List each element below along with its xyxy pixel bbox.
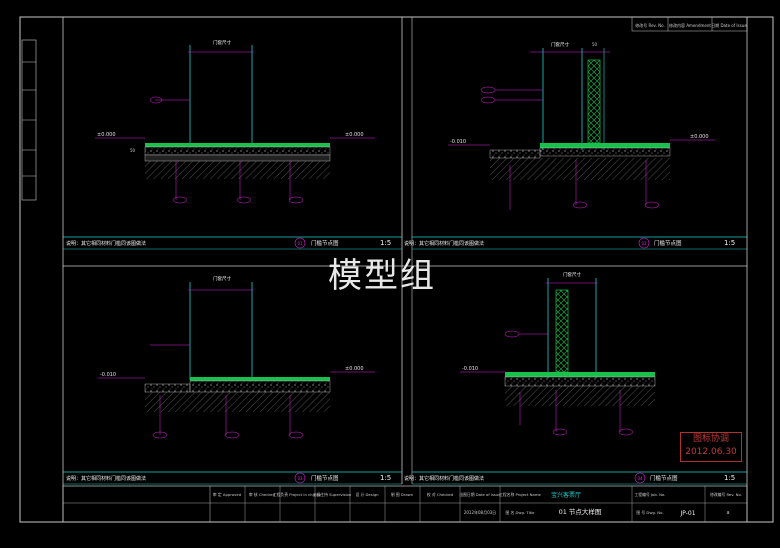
detail-04: 门套尺寸 -0.010 xyxy=(460,271,656,436)
rev-col3: 日期 Date of Issue xyxy=(711,22,747,28)
tb-pm: 工程负责 Project in charge xyxy=(273,492,322,497)
panel-3-note: 说明：其它相同材料门槛同该图做法 xyxy=(66,475,146,482)
tb-project: 宝兴客票厅 xyxy=(551,491,581,499)
tb-rev: a xyxy=(726,510,729,516)
panel-2-num: 02 xyxy=(641,241,647,246)
tb-date-label: 出图日期 Date of issue xyxy=(459,492,501,497)
tb-rev-label: 修改编号 Rev. No. xyxy=(710,492,742,497)
tb-date: 2012年08月03日 xyxy=(464,509,496,515)
tb-drawn: 制 图 Drawn xyxy=(391,492,414,497)
detail-03: 门套尺寸 -0.010 ±0.000 xyxy=(98,275,375,439)
dim-door-1: 门套尺寸 xyxy=(213,39,231,46)
panel-4-title: 门槛节点图 xyxy=(650,474,678,482)
panel-4-note: 说明：其它相同材料门槛同该图做法 xyxy=(404,475,484,482)
panel-4-titlebar: 说明：其它相同材料门槛同该图做法 04 门槛节点图 1:5 xyxy=(404,471,747,485)
panel-2-scale: 1:5 xyxy=(724,239,735,247)
rev-col1: 修改号 Rev. No. xyxy=(635,22,665,28)
panel-4-scale: 1:5 xyxy=(724,474,735,482)
dim-door-4: 门套尺寸 xyxy=(563,271,581,278)
level-1-right: ±0.000 xyxy=(345,132,364,138)
tb-checked2: 校 对 Checked xyxy=(427,492,454,497)
title-block: 审 定 Approved 审 核 Checked 工程负责 Project in… xyxy=(62,485,748,523)
watermark-text: 模型组 xyxy=(328,256,436,296)
rev-col2: 修改内容 Amendment xyxy=(669,22,711,28)
dim-50-1: 50 xyxy=(130,148,136,153)
dim-50-2: 50 xyxy=(592,42,598,47)
panel-1-num: 01 xyxy=(297,241,303,246)
approval-stamp: 图标协调 2012.06.30 xyxy=(680,432,742,462)
level-4-left: -0.010 xyxy=(462,366,478,372)
tb-title: 01 节点大样图 xyxy=(559,507,602,516)
panel-3-num: 03 xyxy=(297,476,303,481)
panel-1-scale: 1:5 xyxy=(380,239,391,247)
panel-1-note: 说明：其它相同材料门槛同该图做法 xyxy=(66,240,146,247)
tb-dwg-label: 图 号 Dwg. No. xyxy=(636,510,663,515)
panel-4-num: 04 xyxy=(637,476,643,481)
panel-3-titlebar: 说明：其它相同材料门槛同该图做法 03 门槛节点图 1:5 xyxy=(63,471,402,485)
tb-job-label: 工程编号 Job. No. xyxy=(635,492,666,497)
revision-header: 修改号 Rev. No. 修改内容 Amendment 日期 Date of I… xyxy=(631,16,747,32)
detail-02: 门套尺寸 50 -0.010 ±0.000 xyxy=(448,41,715,210)
dim-door-2: 门套尺寸 xyxy=(551,41,569,48)
level-2-left: -0.010 xyxy=(450,139,466,145)
stamp-line2: 2012.06.30 xyxy=(685,447,737,457)
detail-01: 门套尺寸 ±0.000 ±0.000 50 xyxy=(95,39,375,204)
tb-checked: 审 核 Checked xyxy=(249,492,276,497)
dim-door-3: 门套尺寸 xyxy=(213,275,231,282)
panel-3-scale: 1:5 xyxy=(380,474,391,482)
panel-3-title: 门槛节点图 xyxy=(311,474,339,482)
tb-title-label: 图 名 Dwg. Title xyxy=(506,510,536,515)
level-3-left: -0.010 xyxy=(100,372,116,378)
panel-1-title: 门槛节点图 xyxy=(311,239,339,247)
tb-design: 设 计 Design xyxy=(355,492,379,497)
stamp-line1: 图标协调 xyxy=(692,434,729,444)
panel-2-titlebar: 说明：其它相同材料门槛同该图做法 02 门槛节点图 1:5 xyxy=(404,236,747,250)
level-3-right: ±0.000 xyxy=(345,366,364,372)
tb-supervision: 工程主持 Supervision xyxy=(313,492,352,497)
level-2-right: ±0.000 xyxy=(690,134,709,140)
tb-dwg-no: JP-01 xyxy=(679,510,695,517)
level-1-left: ±0.000 xyxy=(97,132,116,138)
tb-project-label: 工程名称 Project Name xyxy=(499,492,541,497)
panel-1-titlebar: 说明：其它相同材料门槛同该图做法 01 门槛节点图 1:5 xyxy=(63,236,402,250)
panel-2-note: 说明：其它相同材料门槛同该图做法 xyxy=(404,240,484,247)
tb-approved: 审 定 Approved xyxy=(213,492,242,497)
panel-2-title: 门槛节点图 xyxy=(654,239,682,247)
